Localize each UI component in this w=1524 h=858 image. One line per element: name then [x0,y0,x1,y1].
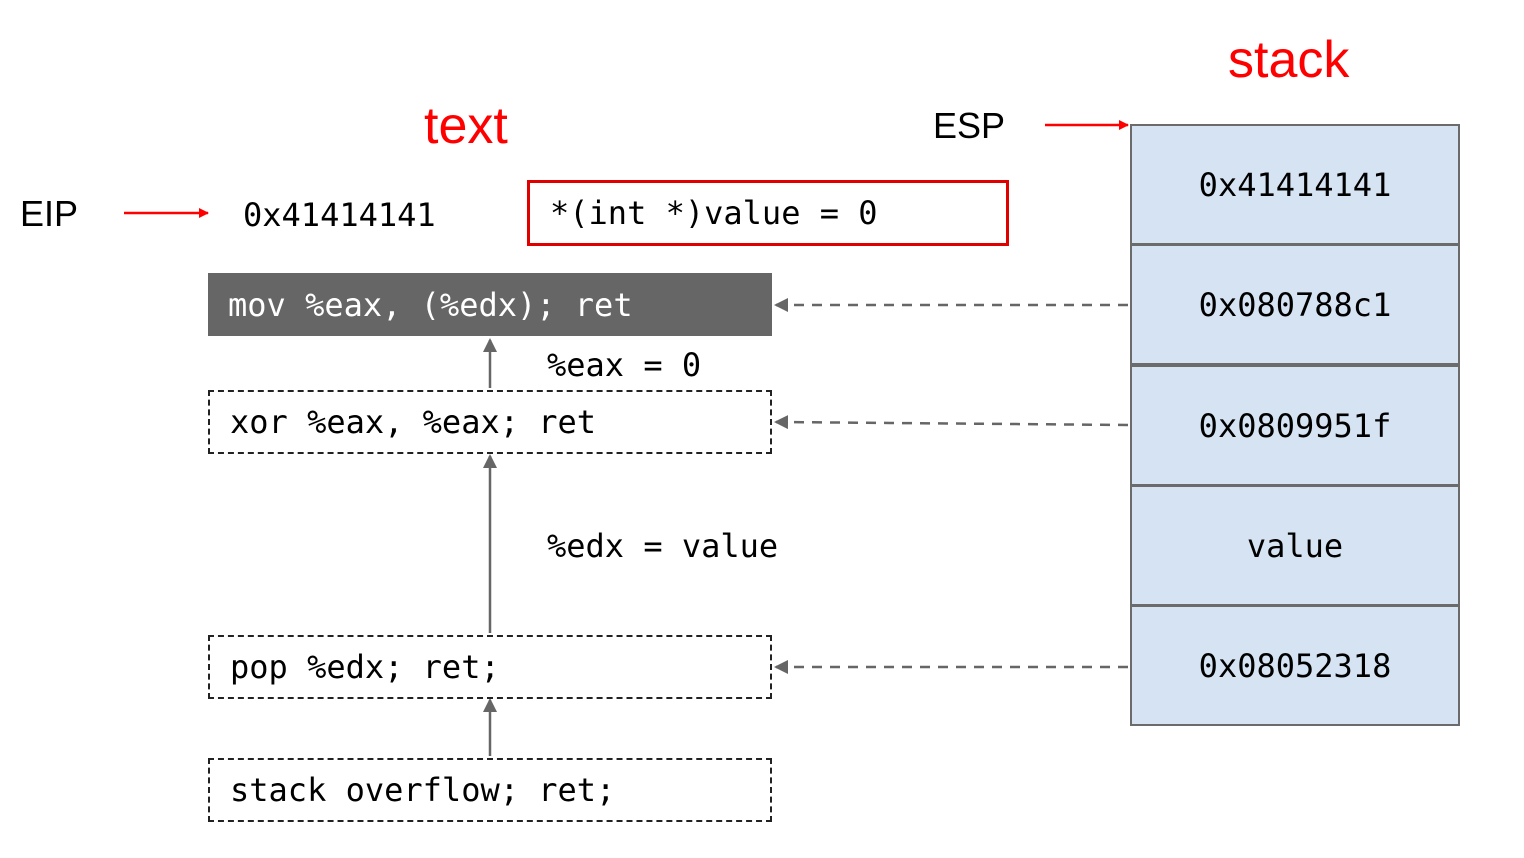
stack-cell-2: 0x0809951f [1130,365,1460,486]
gadget-mov-text: mov %eax, (%edx); ret [228,285,633,324]
gadget-xor: xor %eax, %eax; ret [208,390,772,454]
gadget-pop-text: pop %edx; ret; [230,648,500,686]
stack-cell-0-value: 0x41414141 [1198,165,1392,204]
stack-cell-0: 0x41414141 [1130,124,1460,245]
gadget-overflow: stack overflow; ret; [208,758,772,822]
gadget-pop: pop %edx; ret; [208,635,772,699]
text-section-title: text [424,97,508,155]
gadget-overflow-text: stack overflow; ret; [230,771,616,809]
gadget-mov: mov %eax, (%edx); ret [208,273,772,336]
esp-label: ESP [933,105,1006,146]
stack-cell-3-value: value [1246,526,1344,565]
edx-annotation: %edx = value [547,527,779,565]
eax-annotation: %eax = 0 [547,346,702,384]
eip-value: 0x41414141 [243,196,436,234]
stack-cell-2-value: 0x0809951f [1198,406,1392,445]
stack-cell-1: 0x080788c1 [1130,244,1460,365]
goal-box: *(int *)value = 0 [527,180,1009,246]
pointer-arrow-xor [774,415,1129,430]
goal-text: *(int *)value = 0 [550,194,878,232]
stack-cell-4: 0x08052318 [1130,605,1460,726]
stack-cell-1-value: 0x080788c1 [1198,285,1392,324]
stack-cell-3: value [1130,485,1460,606]
stack-section-title: stack [1228,31,1350,89]
eip-label: EIP [20,193,79,234]
gadget-xor-text: xor %eax, %eax; ret [230,403,597,441]
stack-cell-4-value: 0x08052318 [1198,646,1392,685]
